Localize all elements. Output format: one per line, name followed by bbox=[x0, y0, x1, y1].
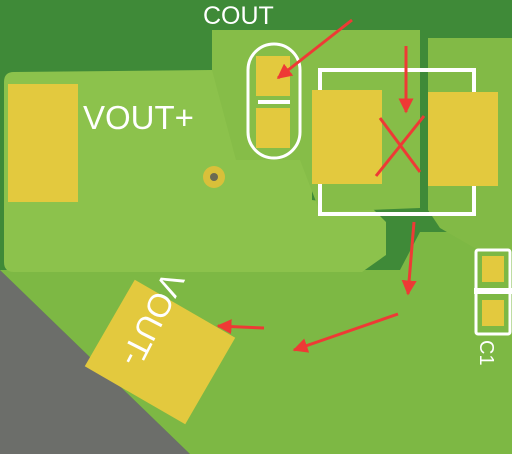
vout-plus-pad bbox=[8, 84, 78, 202]
c1-pad-top bbox=[482, 256, 504, 282]
vout-minus-pad bbox=[84, 279, 236, 425]
copper-pour-lower bbox=[0, 232, 512, 454]
arrow-to-cout bbox=[276, 18, 353, 80]
cross-mark-line-b bbox=[374, 115, 426, 177]
component-pad-left bbox=[312, 90, 382, 184]
component-outline-bottom bbox=[318, 168, 476, 216]
via-hole bbox=[210, 173, 218, 181]
vout-minus-pad-group bbox=[84, 279, 236, 425]
cout-label: COUT bbox=[203, 2, 274, 30]
c1-pad-bottom bbox=[482, 300, 504, 326]
arrow-down-right bbox=[401, 221, 417, 296]
cout-divider bbox=[258, 100, 290, 104]
cout-pad-top bbox=[256, 56, 290, 96]
cout-outline bbox=[246, 42, 302, 160]
vout-plus-label: VOUT+ bbox=[83, 99, 194, 136]
cout-pad-bottom bbox=[256, 108, 290, 148]
c1-divider bbox=[474, 288, 512, 294]
component-pad-right bbox=[428, 92, 498, 186]
arrow-to-vout-minus bbox=[216, 319, 265, 335]
c1-label: C1 bbox=[475, 340, 497, 366]
arrow-toward-vout-minus bbox=[292, 312, 399, 353]
